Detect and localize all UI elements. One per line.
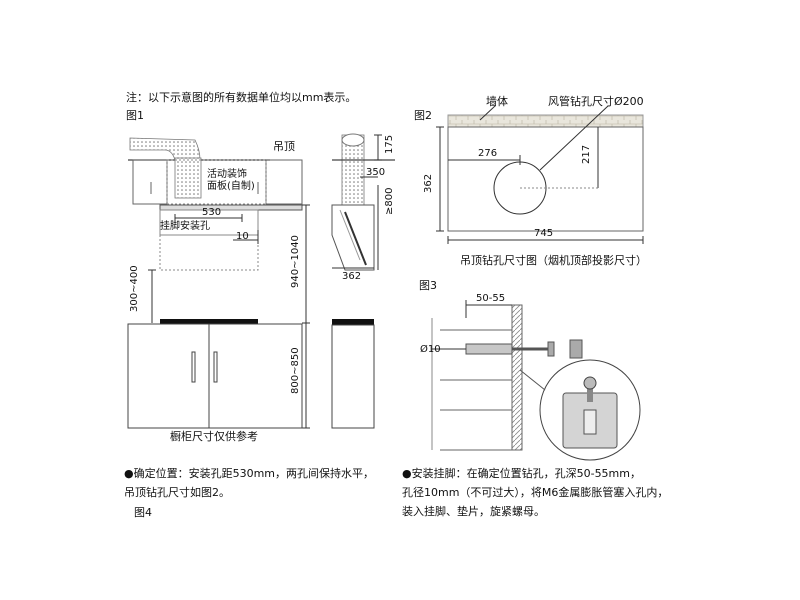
bottom-right-line2: 孔径10mm（不可过大），将M6金属膨胀管塞入孔内，	[402, 486, 669, 499]
panel-label-line2: 面板(自制)	[207, 181, 255, 192]
dim-362: 362	[423, 173, 434, 193]
fig1-label: 图1	[126, 109, 144, 122]
fig3-label: 图3	[419, 279, 437, 292]
dim-217: 217	[581, 144, 592, 164]
dim-940-1040: 940~1040	[290, 235, 301, 288]
dim-800-850: 800~850	[290, 347, 301, 394]
side-dim-800: ≥800	[384, 187, 395, 215]
dim-50-55: 50-55	[476, 293, 506, 304]
side-dim-350: 350	[366, 167, 386, 178]
dim-10: 10	[236, 231, 249, 242]
bottom-left-line1: ●确定位置：安装孔距530mm，两孔间保持水平，	[124, 467, 375, 480]
dim-276: 276	[478, 148, 498, 159]
wall-label: 墙体	[486, 95, 508, 108]
fig2-ceiling-drill	[436, 105, 644, 244]
panel-label-line1: 活动装饰	[207, 169, 247, 180]
ceiling-label: 吊顶	[273, 140, 295, 153]
fig1-side-view	[331, 133, 395, 429]
bottom-right-line3: 装入挂脚、垫片，旋紧螺母。	[402, 505, 545, 518]
dim-530: 530	[202, 207, 222, 218]
fig3-hanger-install	[431, 300, 641, 461]
note-text: 注：以下示意图的所有数据单位均以mm表示。	[126, 91, 357, 104]
bottom-right-line1: ●安装挂脚：在确定位置钻孔，孔深50-55mm，	[402, 467, 641, 480]
fig4-label: 图4	[134, 506, 152, 519]
cabinet-note: 橱柜尺寸仅供参考	[170, 430, 258, 443]
hanger-hole-label: 挂脚安装孔	[160, 221, 210, 232]
dim-d10: Ø10	[420, 344, 441, 355]
bottom-left-line2: 吊顶钻孔尺寸如图2。	[124, 486, 230, 499]
fig2-label: 图2	[414, 109, 432, 122]
fig1-front-view	[127, 137, 310, 429]
side-dim-362: 362	[342, 271, 362, 282]
fig2-caption: 吊顶钻孔尺寸图（烟机顶部投影尺寸）	[460, 254, 647, 267]
duct-hole-label: 风管钻孔尺寸Ø200	[548, 95, 644, 108]
dim-745: 745	[534, 228, 554, 239]
dim-300-400: 300~400	[129, 265, 140, 312]
side-dim-175: 175	[384, 134, 395, 154]
